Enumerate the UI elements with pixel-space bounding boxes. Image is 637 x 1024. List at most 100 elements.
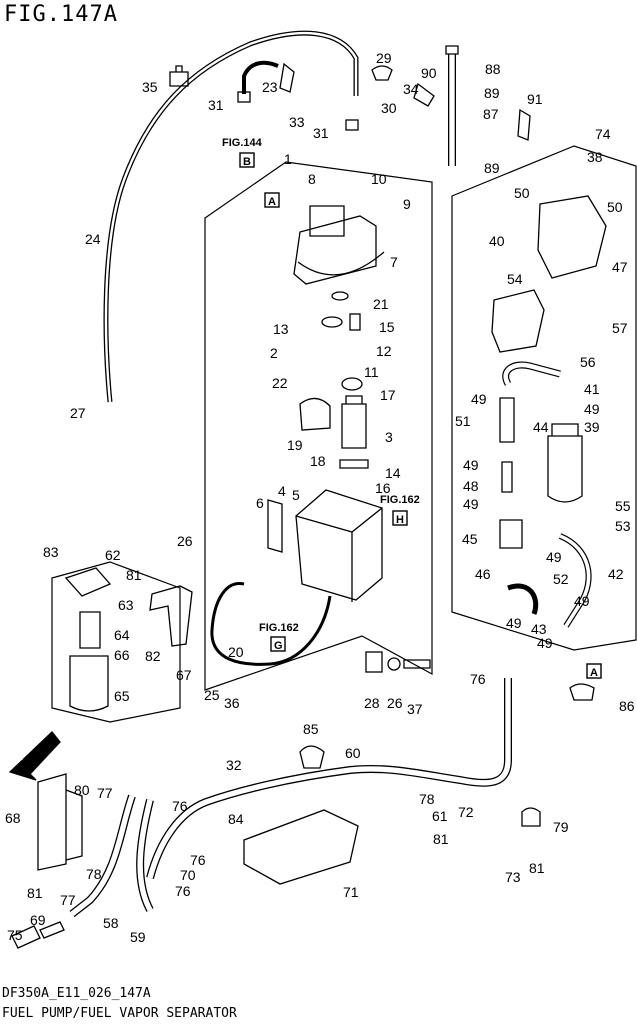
callout-37: 37 [407,701,423,717]
callout-60: 60 [345,745,361,761]
figure-title: FIG.147A [4,2,118,27]
callout-55: 55 [615,498,631,514]
fig-ref-letter-3: G [274,640,283,652]
fig-ref-letter-2: H [396,514,404,526]
callout-45: 45 [462,531,478,547]
callout-24: 24 [85,231,101,247]
fuel-pump-panel [204,161,433,691]
callout-82: 82 [145,648,161,664]
filter-15 [349,313,361,331]
callout-10: 10 [371,171,387,187]
hose-58 [69,794,136,918]
callout-48: 48 [463,478,479,494]
callout-46: 46 [475,566,491,582]
clip-31a [237,91,251,103]
fitting-45 [499,519,523,549]
hose-48 [501,461,513,493]
connector-box-1 [264,192,280,208]
washer-26 [387,657,401,671]
callout-76: 76 [190,852,206,868]
callout-20: 20 [228,644,244,660]
bracket-40 [537,195,607,279]
callout-57: 57 [612,320,628,336]
callout-63: 63 [118,597,134,613]
callout-23: 23 [262,79,278,95]
callout-49: 49 [463,457,479,473]
callout-65: 65 [114,688,130,704]
clip-85 [299,745,325,769]
callout-81: 81 [529,860,545,876]
clip-34 [371,65,393,81]
callout-7: 7 [390,254,398,270]
callout-17: 17 [380,387,396,403]
callout-5: 5 [292,487,300,503]
callout-59: 59 [130,929,146,945]
fig-ref-1: FIG.144 [222,137,263,149]
fuel-tank-tray [295,489,383,602]
callout-8: 8 [308,171,316,187]
connector-letter-1: A [268,196,276,208]
filter-bowl-65 [69,655,109,712]
callout-49: 49 [506,615,522,631]
callout-40: 40 [489,233,505,249]
callout-76: 76 [175,883,191,899]
callout-69: 69 [30,912,46,928]
pump-body-3 [341,395,367,449]
callout-62: 62 [105,547,121,563]
callout-34: 34 [403,81,419,97]
callout-12: 12 [376,343,392,359]
callout-42: 42 [608,566,624,582]
callout-64: 64 [114,627,130,643]
callout-39: 39 [584,419,600,435]
callout-66: 66 [114,647,130,663]
clamp-35 [169,65,189,87]
callout-87: 87 [483,106,499,122]
callout-51: 51 [455,413,471,429]
callout-80: 80 [74,782,90,798]
callout-91: 91 [527,91,543,107]
fig-ref-box-3 [270,636,286,652]
fig-ref-letter-1: B [243,156,251,168]
bracket-71 [243,809,359,885]
callout-56: 56 [580,354,596,370]
callout-27: 27 [70,405,86,421]
callout-1: 1 [284,151,292,167]
strainer-18 [299,397,331,431]
callout-81: 81 [126,567,142,583]
callout-9: 9 [403,196,411,212]
callout-49: 49 [546,549,562,565]
callout-71: 71 [343,884,359,900]
connector-letter-2: A [590,667,598,679]
callout-67: 67 [176,667,192,683]
bracket-90 [413,82,435,107]
drawing-code: DF350A_E11_026_147A [2,986,151,1001]
separator-body-55 [547,423,583,503]
callout-19: 19 [287,437,303,453]
callout-35: 35 [142,79,158,95]
callout-49: 49 [584,401,600,417]
grommet-28 [365,651,383,673]
clamp-86 [569,683,595,701]
connector-box-2 [586,663,602,679]
callout-49: 49 [471,391,487,407]
callout-72: 72 [458,804,474,820]
callout-6: 6 [256,495,264,511]
fig-ref-2: FIG.162 [380,494,420,506]
callout-38: 38 [587,149,603,165]
callout-29: 29 [376,50,392,66]
hose-43 [507,583,539,615]
hose-20 [210,582,332,666]
callout-16: 16 [375,480,391,496]
bracket-54 [491,289,545,353]
callout-49: 49 [574,593,590,609]
callout-11: 11 [364,364,379,380]
callout-81: 81 [27,885,43,901]
callout-54: 54 [507,271,523,287]
fwd-arrow [8,731,61,781]
gasket [297,251,385,276]
callout-4: 4 [278,483,286,499]
callout-77: 77 [97,785,113,801]
callout-85: 85 [303,721,319,737]
callout-3: 3 [385,429,393,445]
callout-70: 70 [180,867,196,883]
